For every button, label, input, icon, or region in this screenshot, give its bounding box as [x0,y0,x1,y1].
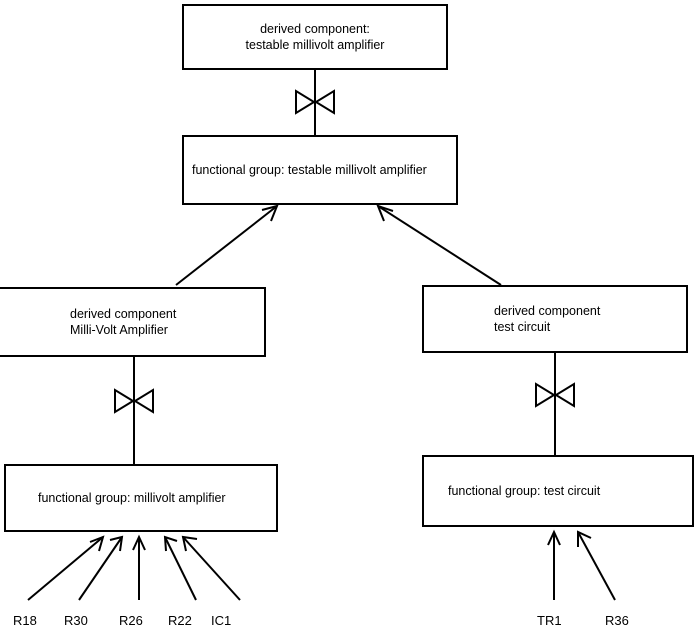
open-arrowhead-icon-right-up [376,204,394,222]
leaf-label-tr1: TR1 [537,613,562,628]
leaf-label-r36: R36 [605,613,629,628]
open-arrowhead-icon-r22 [163,535,178,552]
open-arrowhead-icon-r18 [89,535,105,552]
node-label-derived-testable-millivolt-amplifier: derived component: testable millivolt am… [245,22,385,52]
open-arrowhead-icon-r30 [109,535,124,552]
node-fg-test-circuit[interactable]: functional group: test circuit [422,455,694,527]
leaf-line-r36 [577,531,616,601]
node-label-derived-milli-volt-amplifier: derived component Milli-Volt Amplifier [70,307,177,337]
node-label-fg-test-circuit: functional group: test circuit [448,484,601,498]
bowtie-icon-left [114,388,154,414]
leaf-label-r22: R22 [168,613,192,628]
leaf-label-ic1: IC1 [211,613,232,628]
node-label-fg-millivolt-amplifier: functional group: millivolt amplifier [38,491,226,505]
open-arrowhead-icon-ic1 [181,535,198,552]
leaf-line-r30 [78,536,123,601]
connector-line-right-up [377,205,502,286]
open-arrowhead-icon-r36 [577,530,592,547]
node-derived-milli-volt-amplifier[interactable]: derived component Milli-Volt Amplifier [0,287,266,357]
leaf-label-r30: R30 [64,613,88,628]
open-arrowhead-icon-tr1 [547,529,561,546]
leaf-line-ic1 [182,536,241,601]
leaf-label-r26: R26 [119,613,143,628]
open-arrowhead-icon-left-up [261,204,279,222]
open-arrowhead-icon-r26 [132,534,146,551]
bowtie-icon-right [535,382,575,408]
node-fg-millivolt-amplifier[interactable]: functional group: millivolt amplifier [4,464,278,532]
node-label-fg-testable-millivolt-amplifier: functional group: testable millivolt amp… [192,163,427,177]
leaf-line-r18 [27,536,104,601]
node-label-derived-test-circuit: derived component test circuit [494,304,601,334]
node-derived-test-circuit[interactable]: derived component test circuit [422,285,688,353]
leaf-line-r22 [164,536,197,601]
node-derived-testable-millivolt-amplifier[interactable]: derived component: testable millivolt am… [182,4,448,70]
connector-line-left-up [175,205,278,286]
leaf-label-r18: R18 [13,613,37,628]
bowtie-icon-top [295,89,335,115]
node-fg-testable-millivolt-amplifier[interactable]: functional group: testable millivolt amp… [182,135,458,205]
